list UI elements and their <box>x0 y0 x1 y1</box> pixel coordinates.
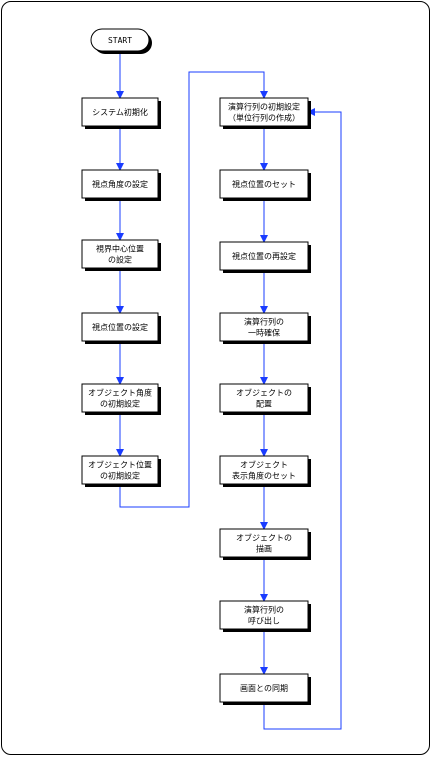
right-node-3-label-0: 演算行列の <box>244 317 284 327</box>
left-node-0: システム初期化 <box>81 97 161 129</box>
left-node-3-label-0: 視点位置の設定 <box>92 322 148 332</box>
right-node-1-label-0: 視点位置のセット <box>232 179 296 189</box>
right-node-3-label-1: 一時確保 <box>248 328 280 338</box>
right-node-7-label-0: 演算行列の <box>244 605 284 615</box>
right-node-5-label-0: オブジェクト <box>240 460 288 470</box>
right-node-0-label-0: 演算行列の初期設定 <box>228 102 300 112</box>
right-node-8-box <box>219 673 309 703</box>
start-terminal: START <box>90 28 152 54</box>
start-label: START <box>108 36 132 45</box>
left-node-5-label-0: オブジェクト位置 <box>88 460 152 470</box>
right-node-6-label-1: 描画 <box>256 544 272 554</box>
right-node-2-box <box>219 241 309 271</box>
right-node-5-label-1: 表示角度のセット <box>232 471 296 481</box>
right-node-6-box <box>219 528 309 558</box>
right-node-2-label-0: 視点位置の再設定 <box>232 251 296 261</box>
right-node-6-label-0: オブジェクトの <box>236 533 292 543</box>
left-node-1-label-0: 視点角度の設定 <box>92 179 148 189</box>
right-node-4-label-0: オブジェクトの <box>236 388 292 398</box>
right-node-7-label-1: 呼び出し <box>248 616 280 626</box>
left-node-2-box <box>81 239 159 269</box>
nodes: STARTシステム初期化視点角度の設定視界中心位置の設定視点位置の設定オブジェク… <box>81 28 311 705</box>
left-node-1-box <box>81 169 159 199</box>
left-node-5-box <box>81 455 159 485</box>
right-node-5-box <box>219 455 309 485</box>
left-node-5-label-1: の初期設定 <box>100 471 140 481</box>
right-node-8: 画面との同期 <box>219 673 311 705</box>
right-node-2: 視点位置の再設定 <box>219 241 311 273</box>
left-node-4-label-0: オブジェクト角度 <box>88 388 152 398</box>
left-node-4-box <box>81 383 159 413</box>
right-node-7-box <box>219 600 309 630</box>
right-node-8-label-0: 画面との同期 <box>240 684 288 693</box>
left-node-2-label-1: の設定 <box>108 255 132 265</box>
right-node-0-label-1: （単位行列の作成） <box>228 113 300 123</box>
right-node-0-box <box>219 97 309 127</box>
right-node-3-box <box>219 312 309 342</box>
right-node-1: 視点位置のセット <box>219 169 311 201</box>
connectors <box>116 51 342 730</box>
right-node-0: 演算行列の初期設定（単位行列の作成） <box>219 97 311 129</box>
left-node-1: 視点角度の設定 <box>81 169 161 201</box>
edge-loop-back <box>263 108 342 730</box>
left-node-3-box <box>81 312 159 342</box>
left-node-0-box <box>81 97 159 127</box>
start-terminal-box <box>90 28 150 52</box>
left-node-3: 視点位置の設定 <box>81 312 161 344</box>
right-node-4-box <box>219 383 309 413</box>
left-node-4-label-1: の初期設定 <box>100 399 140 409</box>
left-node-2-label-0: 視界中心位置 <box>96 244 144 254</box>
right-node-4-label-1: 配置 <box>256 400 272 409</box>
right-node-1-box <box>219 169 309 199</box>
left-node-0-label-0: システム初期化 <box>92 107 148 117</box>
edge-left-to-right <box>119 71 268 508</box>
